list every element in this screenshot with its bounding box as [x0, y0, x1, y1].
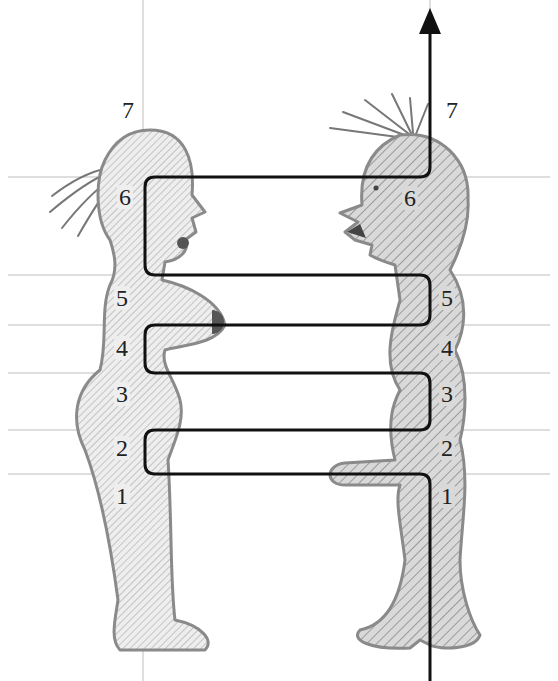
- level-number: 1: [439, 484, 455, 508]
- level-number: 2: [439, 436, 455, 460]
- energy-line: [145, 8, 441, 681]
- level-number: 7: [120, 98, 136, 122]
- level-number: 6: [402, 186, 418, 210]
- level-number: 2: [114, 436, 130, 460]
- level-number: 3: [439, 382, 455, 406]
- level-number: 4: [114, 336, 130, 360]
- level-number: 3: [114, 382, 130, 406]
- level-number: 5: [114, 286, 130, 310]
- level-number: 4: [439, 336, 455, 360]
- level-number: 1: [114, 484, 130, 508]
- level-number: 6: [117, 185, 133, 209]
- grid-lines: [8, 0, 550, 681]
- level-number: 5: [439, 286, 455, 310]
- level-number: 7: [444, 98, 460, 122]
- woman-figure: [50, 130, 225, 650]
